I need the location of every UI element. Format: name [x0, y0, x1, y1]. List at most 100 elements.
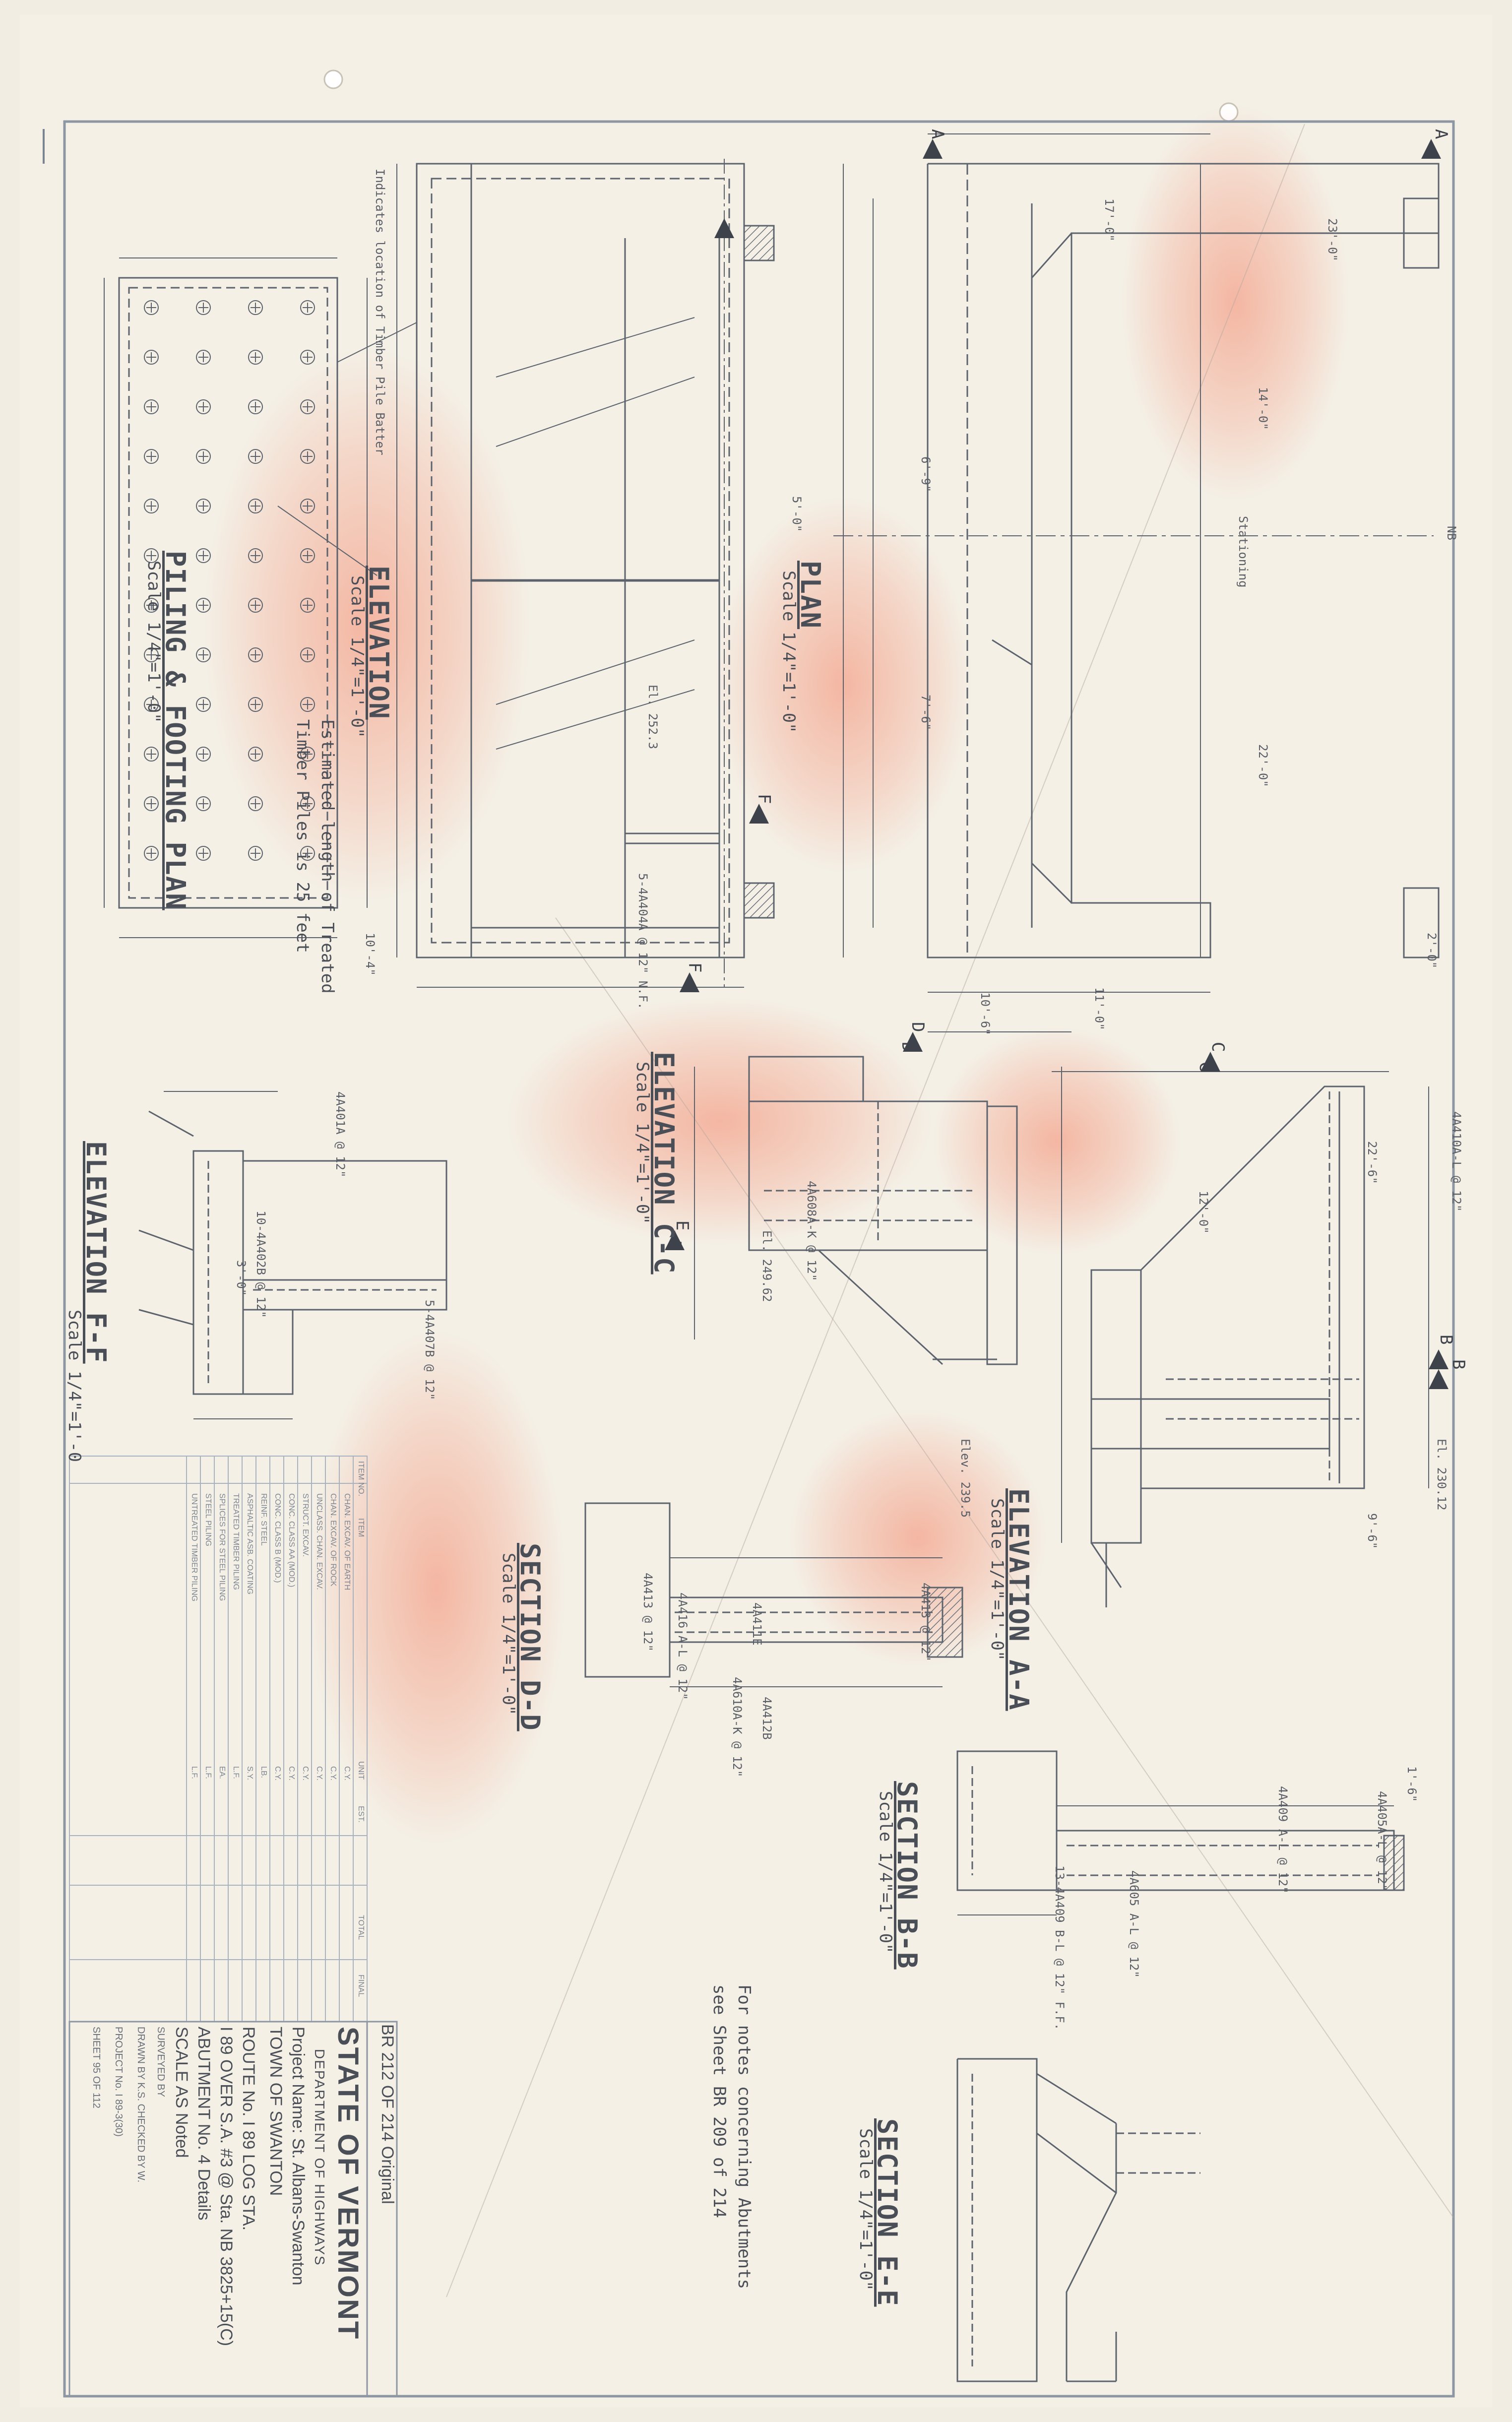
- pile-legend-note: Indicates location of Timber Pile Batter: [373, 169, 387, 455]
- dimension-label: 10'-4": [363, 933, 377, 976]
- timber-pile: [300, 647, 315, 662]
- timber-pile: [144, 300, 159, 315]
- timber-pile: [196, 697, 211, 712]
- dimension-label: 22'-0": [1256, 744, 1270, 787]
- elevation-aa: [1052, 1071, 1429, 1607]
- timber-pile: [248, 548, 263, 563]
- section-dd: [584, 1502, 963, 1687]
- timber-pile: [248, 846, 263, 861]
- department-name: DEPARTMENT OF HIGHWAYS: [312, 2049, 327, 2266]
- timber-pile: [248, 499, 263, 513]
- project-number: PROJECT No. I 89-3(30): [113, 2027, 124, 2137]
- timber-pile: [300, 598, 315, 613]
- timber-pile: [144, 598, 159, 613]
- dimension-label: 7'-6": [919, 695, 933, 731]
- abutment-elevation: [396, 159, 775, 988]
- piling-footing-plan: [104, 257, 417, 938]
- section-marker-letter: F: [685, 962, 704, 973]
- scale-elevation-ff: Scale 1/4"=1'-0: [64, 1310, 84, 1463]
- rebar-callout: 4A412B: [760, 1697, 774, 1740]
- dimension-label: El. 230.12: [1435, 1439, 1449, 1511]
- timber-pile: [248, 598, 263, 613]
- dimension-label: 22'-6": [1365, 1141, 1379, 1184]
- dimension-label: 6'-9": [919, 456, 933, 493]
- view-title-plan: PLAN: [795, 561, 826, 630]
- table-item-name: SPLICES FOR STEEL PILING: [218, 1493, 226, 1601]
- elevation-cc: [694, 1056, 1062, 1365]
- timber-pile: [196, 499, 211, 513]
- rebar-callout: 4A605 A-L @ 12": [1127, 1870, 1141, 1978]
- section-marker-letter: E: [672, 1220, 692, 1231]
- timber-pile: [300, 846, 315, 861]
- table-item-name: TREATED TIMBER PILING: [232, 1493, 240, 1590]
- timber-pile: [144, 548, 159, 563]
- view-title-piling: PILING & FOOTING PLAN: [160, 551, 191, 910]
- sheet-border: [63, 120, 1455, 2398]
- section-marker-letter: F: [754, 794, 774, 804]
- timber-pile: [196, 350, 211, 365]
- timber-pile: [248, 399, 263, 414]
- table-header: TOTAL: [357, 1915, 365, 1940]
- view-title-section-bb: SECTION B-B: [891, 1781, 923, 1970]
- dimension-label: 14'-0": [1256, 387, 1270, 430]
- table-item-name: ASPHALTIC ASB. COATING: [246, 1493, 254, 1594]
- drawing-subject: ABUTMENT No. 4 Details: [194, 2027, 213, 2221]
- timber-pile: [196, 399, 211, 414]
- town: TOWN OF SWANTON: [266, 2027, 285, 2196]
- dimension-label: 11'-0": [1092, 987, 1106, 1030]
- rebar-callout: 4A413 @ 12": [641, 1573, 655, 1652]
- rebar-callout: 4A610A-K @ 12": [730, 1677, 744, 1778]
- table-item-unit: C.Y.: [315, 1766, 323, 1781]
- sheet-reference: BR 212 OF 214 Original: [378, 2024, 397, 2204]
- timber-pile: [300, 499, 315, 513]
- table-item-unit: C.Y.: [301, 1766, 310, 1781]
- timber-pile: [144, 747, 159, 762]
- pile-estimate-note-2: Timber Piles is 25 feet: [293, 719, 313, 953]
- dimension-label: El. 249.62: [760, 1230, 774, 1302]
- drawing-scale: SCALE AS Noted: [172, 2027, 191, 2158]
- timber-pile: [248, 449, 263, 464]
- timber-pile: [144, 647, 159, 662]
- timber-pile: [300, 399, 315, 414]
- sheet-number: SHEET 95 OF 112: [91, 2027, 102, 2108]
- section-marker-letter: D: [898, 1042, 918, 1052]
- timber-pile: [300, 300, 315, 315]
- section-ee: [956, 2058, 1200, 2382]
- timber-pile: [196, 598, 211, 613]
- timber-pile: [300, 350, 315, 365]
- timber-pile: [144, 399, 159, 414]
- timber-pile: [144, 846, 159, 861]
- timber-pile: [144, 697, 159, 712]
- table-item-name: CONC. CLASS B (MOD.): [273, 1493, 282, 1583]
- table-item-unit: S.Y.: [246, 1766, 254, 1781]
- nb-label: NB: [1445, 526, 1458, 540]
- table-item-name: STRUCT. EXCAV.: [301, 1493, 310, 1557]
- timber-pile: [300, 747, 315, 762]
- rebar-callout: 5-4A404A @ 12" N.F.: [636, 873, 650, 1010]
- drawn-checked-by: DRAWN BY K.S. CHECKED BY W.: [135, 2027, 146, 2183]
- rebar-callout: 4A409 A-L @ 12": [1276, 1786, 1290, 1894]
- view-title-elevation-aa: ELEVATION A-A: [1003, 1488, 1034, 1711]
- table-header: EST.: [357, 1806, 365, 1823]
- view-title-elevation-ff: ELEVATION F-F: [80, 1141, 112, 1364]
- table-item-unit: C.Y.: [287, 1766, 296, 1781]
- table-item-name: CHAN. EXCAV. OF EARTH: [343, 1493, 351, 1591]
- section-marker-letter: A: [1431, 129, 1451, 139]
- timber-pile: [196, 796, 211, 811]
- dimension-label: 2'-0": [1425, 933, 1439, 969]
- timber-pile: [300, 697, 315, 712]
- rebar-callout: 13-4A409 B-L @ 12" F.F.: [1053, 1865, 1067, 2031]
- table-item-unit: L.F.: [190, 1766, 198, 1779]
- timber-pile: [196, 647, 211, 662]
- timber-pile: [248, 697, 263, 712]
- stationing-label: Stationing: [1236, 516, 1250, 588]
- timber-pile: [144, 350, 159, 365]
- section-markers: [665, 139, 1449, 1389]
- scale-elevation: Scale 1/4"=1'-0": [347, 575, 367, 738]
- table-header: FINAL: [357, 1975, 365, 1997]
- scale-piling: Scale 1/4"=1'-0": [144, 561, 164, 723]
- timber-pile: [300, 449, 315, 464]
- quantities-table: [69, 1456, 368, 2022]
